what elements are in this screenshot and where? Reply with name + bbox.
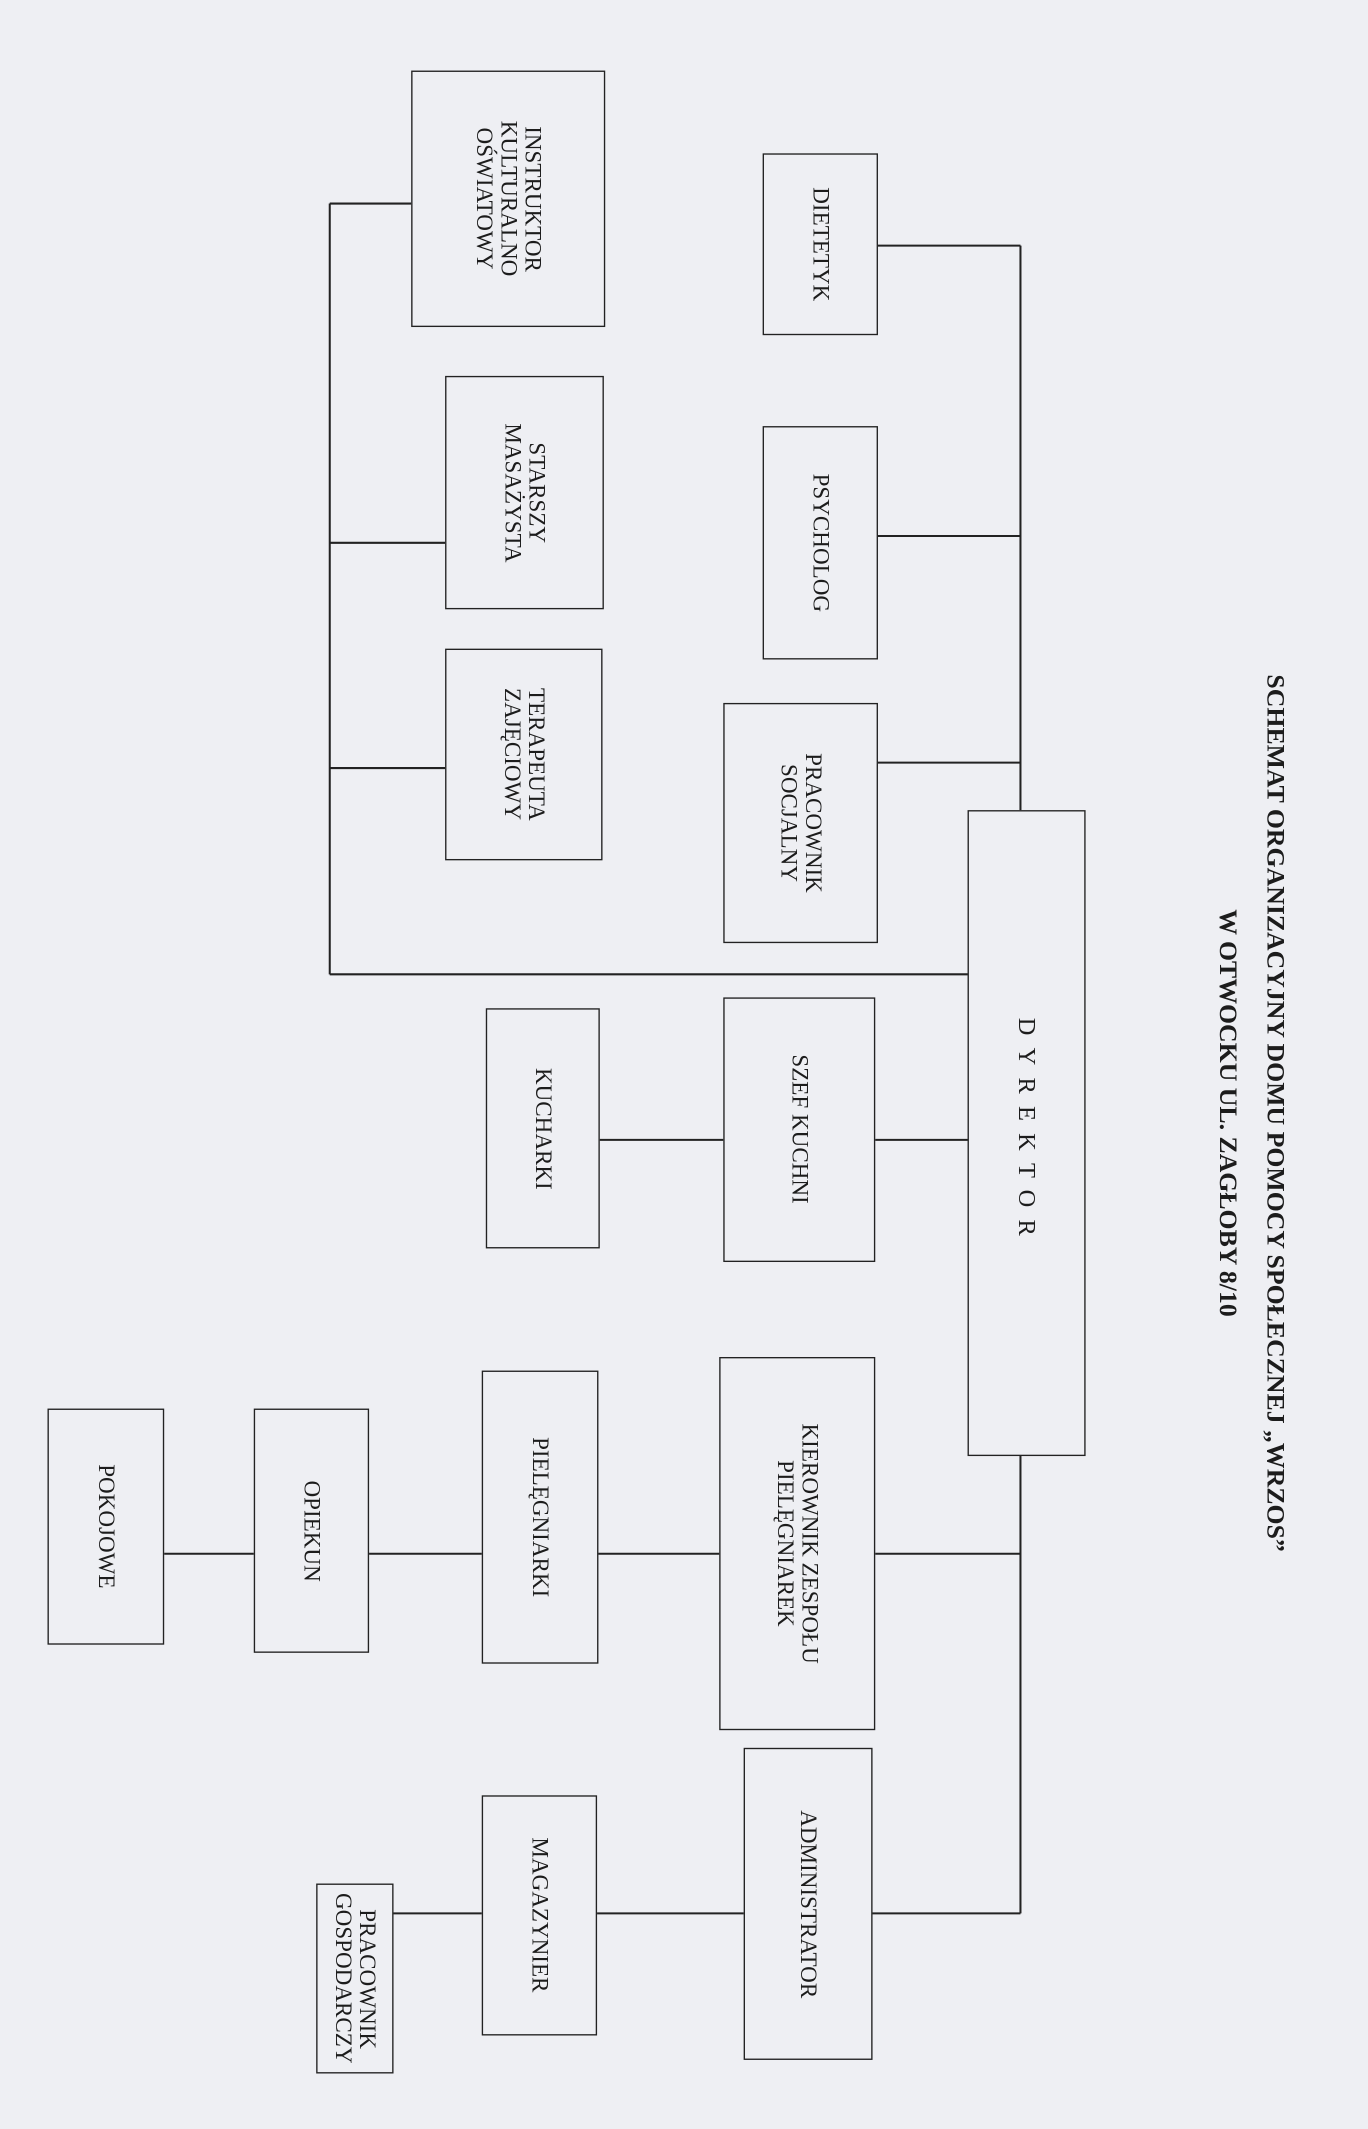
box-psycholog: PSYCHOLOG (762, 426, 878, 660)
box-dietetyk: DIETETYK (762, 153, 878, 336)
label-pokojowe: POKOJOWE (93, 1464, 120, 1589)
box-pracownik-gospodarczy: PRACOWNIK GOSPODARCZY (316, 1883, 394, 2074)
label-kucharki: KUCHARKI (530, 1067, 557, 1190)
box-administrator: ADMINISTRATOR (743, 1747, 873, 2060)
label-dietetyk: DIETETYK (807, 187, 834, 302)
label-masazysta: STARSZY MASAŻYSTA (500, 423, 551, 563)
box-pracownik-socjalny: PRACOWNIK SOCJALNY (723, 702, 878, 944)
label-terapeuta: TERAPEUTA ZAJĘCIOWY (499, 688, 550, 821)
label-pracownik-socjalny: PRACOWNIK SOCJALNY (776, 753, 827, 893)
label-pielegniarki: PIELĘGNIARKI (527, 1437, 554, 1598)
label-psycholog: PSYCHOLOG (807, 473, 834, 613)
box-szef-kuchni: SZEF KUCHNI (723, 997, 876, 1263)
label-pracownik-gospodarczy: PRACOWNIK GOSPODARCZY (330, 1893, 381, 2064)
box-opiekun: OPIEKUN (253, 1408, 370, 1653)
box-kucharki: KUCHARKI (485, 1008, 600, 1249)
label-szef-kuchni: SZEF KUCHNI (786, 1055, 813, 1205)
box-kierownik: KIEROWNIK ZESPOŁU PIELĘGNIAREK (719, 1357, 876, 1731)
box-pielegniarki: PIELĘGNIARKI (481, 1370, 599, 1664)
box-dyrektor: DYREKTOR (967, 810, 1086, 1457)
box-masazysta: STARSZY MASAŻYSTA (445, 375, 604, 610)
label-dyrektor: DYREKTOR (1013, 1017, 1041, 1249)
label-kierownik: KIEROWNIK ZESPOŁU PIELĘGNIAREK (772, 1423, 823, 1664)
label-magazynier: MAGAZYNIER (527, 1837, 553, 1993)
box-pokojowe: POKOJOWE (47, 1408, 165, 1645)
title-line-2: W OTWOCKU UL. ZAGŁOBY 8/10 (1213, 908, 1242, 1317)
label-administrator: ADMINISTRATOR (795, 1809, 822, 1998)
label-instruktor: INSTRUKTOR KULTURALNO OŚWIATOWY (471, 121, 546, 277)
title-line-1: SCHEMAT ORGANIZACYJNY DOMU POMOCY SPOŁEC… (1260, 674, 1290, 1552)
label-opiekun: OPIEKUN (299, 1480, 325, 1582)
box-terapeuta: TERAPEUTA ZAJĘCIOWY (445, 648, 603, 861)
box-instruktor: INSTRUKTOR KULTURALNO OŚWIATOWY (411, 70, 606, 328)
box-magazynier: MAGAZYNIER (481, 1795, 598, 2036)
